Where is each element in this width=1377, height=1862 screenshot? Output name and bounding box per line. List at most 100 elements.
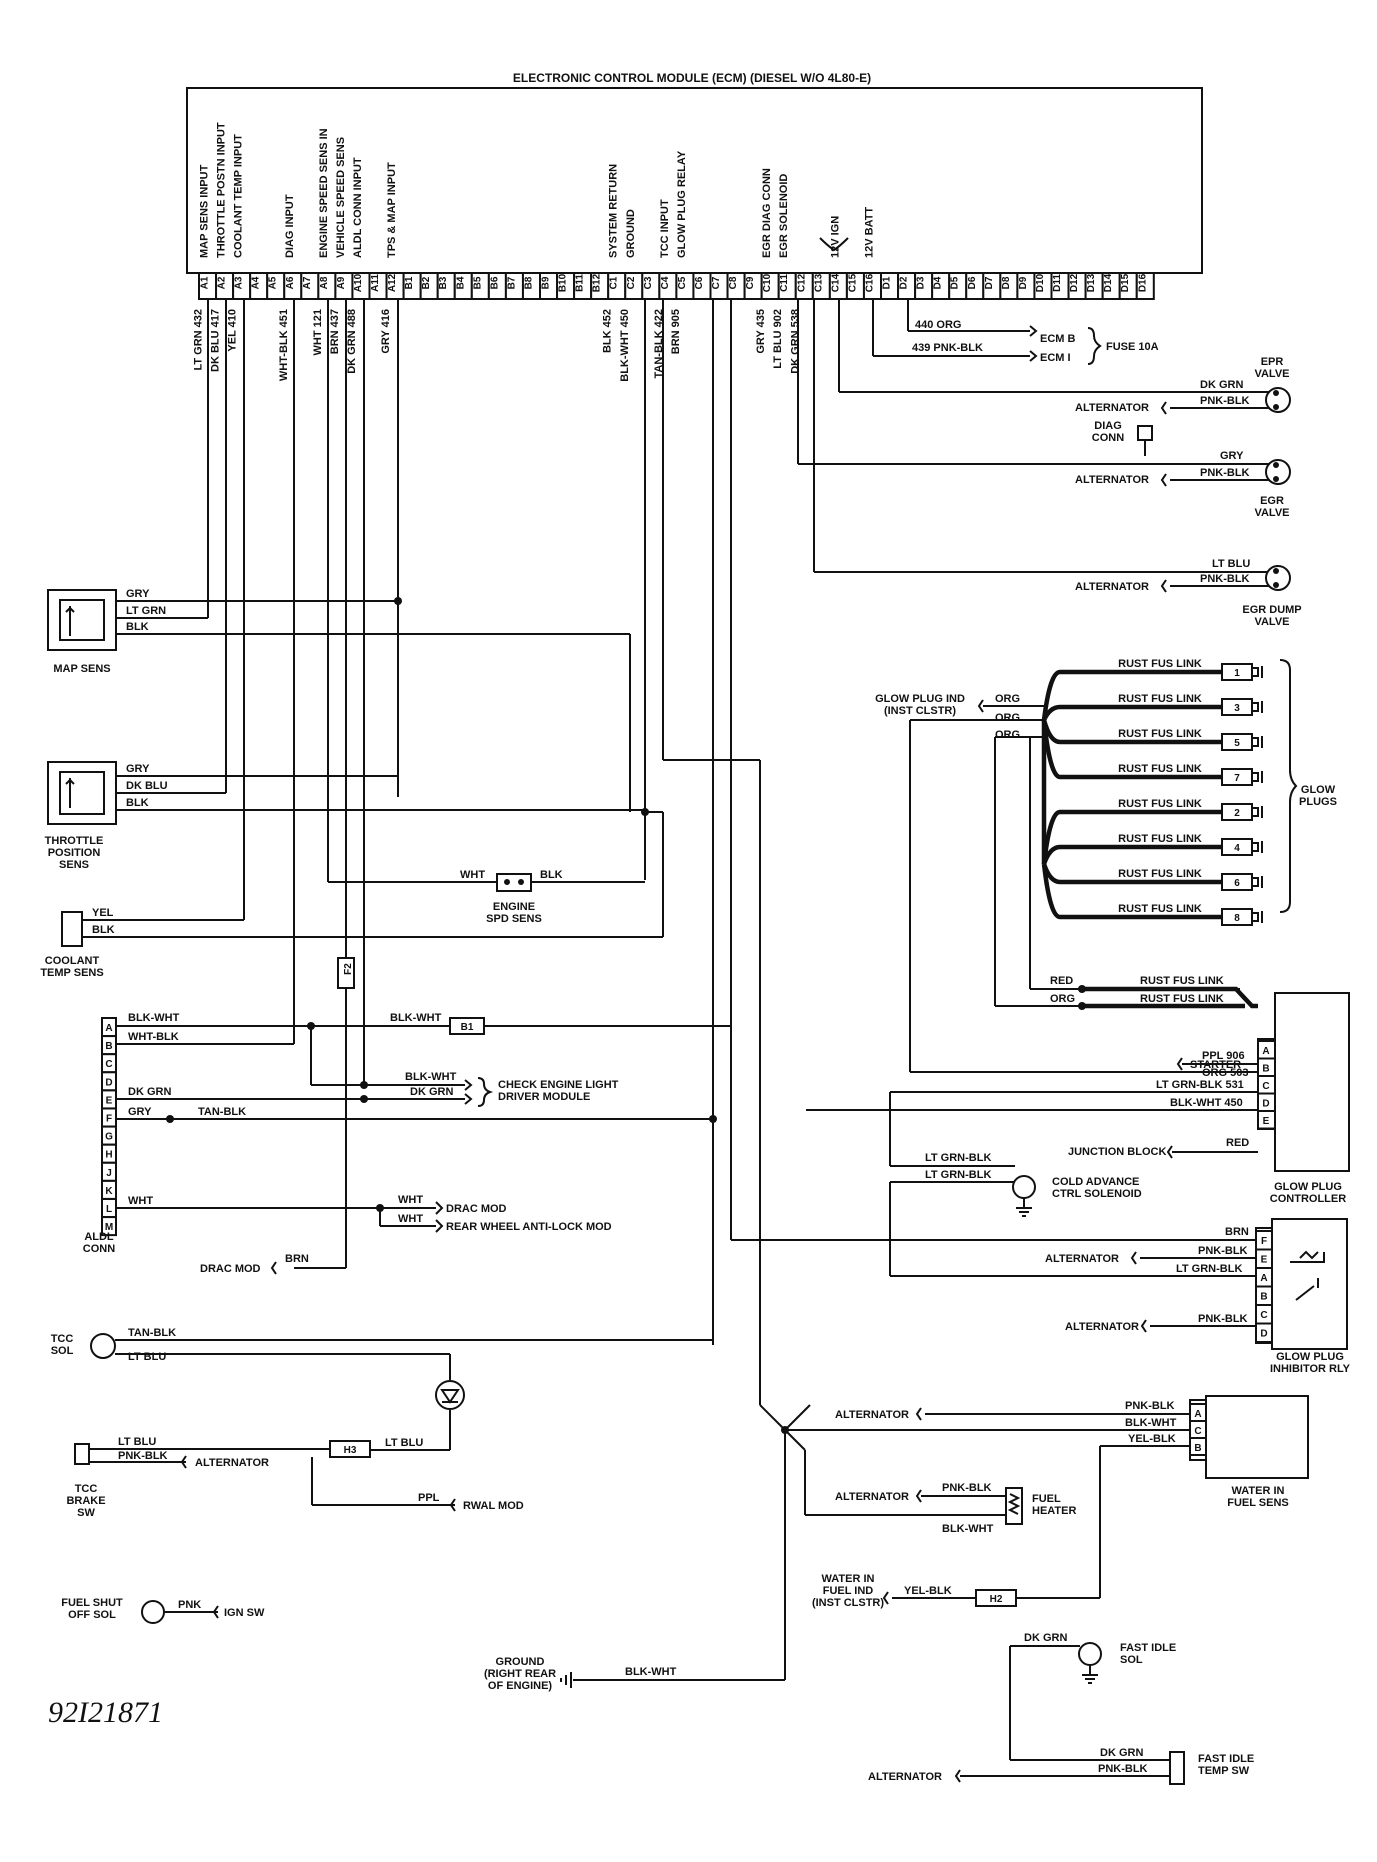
glow-plug-wire xyxy=(1041,704,1222,722)
ecm-pin-label: B6 xyxy=(489,276,500,289)
glow-plug-number: 1 xyxy=(1234,668,1240,679)
ctrl-pin-label: C xyxy=(1262,1081,1269,1092)
ecm-pin-label: A2 xyxy=(217,276,228,289)
heater-wire-blkwht: BLK-WHT xyxy=(942,1523,994,1535)
cel-wire-blkwht: BLK-WHT xyxy=(405,1071,457,1083)
coolant-sensor-icon xyxy=(61,911,83,947)
glow-plug-number: 6 xyxy=(1234,878,1240,889)
glow-controller-box xyxy=(1274,992,1350,1172)
ctrl-wire-ltgrnblk: LT GRN-BLK 531 xyxy=(1156,1079,1244,1091)
diag-conn-icon xyxy=(1137,425,1153,441)
glow-ind-label: GLOW PLUG IND(INST CLSTR) xyxy=(875,693,965,717)
drac-mod-label: DRAC MOD xyxy=(446,1203,507,1215)
rust-fus-link-label: RUST FUS LINK xyxy=(1118,763,1202,775)
aldl-pin-label: F xyxy=(106,1114,112,1125)
glow-plug-1 xyxy=(1221,663,1253,681)
aldl-pin-label: B xyxy=(105,1041,112,1052)
ecm-pin-label: A6 xyxy=(285,276,296,289)
ecm-box xyxy=(186,87,1203,274)
fast-idle-sol-icon xyxy=(1078,1642,1102,1666)
ecm-wire-a9: BRN 437 xyxy=(329,309,341,354)
ctrl-pin-label: D xyxy=(1262,1099,1269,1110)
drac-wire-2: WHT xyxy=(398,1213,423,1225)
ecm-pin-label: B12 xyxy=(592,273,603,292)
ecm-pin-label: C14 xyxy=(830,273,841,292)
water-wire-pnkblk: PNK-BLK xyxy=(1125,1400,1175,1412)
ctrl-wire-blkwht: BLK-WHT 450 xyxy=(1170,1097,1243,1109)
ecm-function-a10: ALDL CONN INPUT xyxy=(352,157,364,258)
ground-wire-blkwht: BLK-WHT xyxy=(625,1666,677,1678)
ecm-pin-label: B10 xyxy=(558,273,569,292)
inh-alt1: ALTERNATOR xyxy=(1045,1253,1119,1265)
ecm-function-c14: 12V IGN xyxy=(829,216,841,258)
diagram-title: ELECTRONIC CONTROL MODULE (ECM) (DIESEL … xyxy=(513,71,871,85)
ecm-wire-c1: BLK 452 xyxy=(602,309,614,353)
rust-fus-link-label: RUST FUS LINK xyxy=(1118,693,1202,705)
ecm-pin-label: C13 xyxy=(813,273,824,292)
map-wire-gry: GRY xyxy=(126,588,150,600)
ecm-function-a9: VEHICLE SPEED SENS xyxy=(335,137,347,258)
speed-wire-wht: WHT xyxy=(460,869,485,881)
ecm-wire-a10: DK GRN 488 xyxy=(346,309,358,374)
fast-idle-wire-dkgrn: DK GRN xyxy=(1024,1632,1067,1644)
water-sensor-group: ACB PNK-BLK ALTERNATOR BLK-WHT YEL-BLK W… xyxy=(785,1395,1309,1609)
ecm-pin-label: D16 xyxy=(1137,273,1148,292)
ecm-pin-label: D11 xyxy=(1052,274,1063,292)
rust-fus-link-label: RUST FUS LINK xyxy=(1118,833,1202,845)
glow-plug-tip-icon xyxy=(1252,911,1263,923)
inh-pin-label: B xyxy=(1260,1292,1267,1303)
ecm-pin-label: B4 xyxy=(455,276,466,289)
glow-plug-number: 5 xyxy=(1234,738,1240,749)
junction-wire-red: RED xyxy=(1226,1137,1249,1149)
ecm-pin-label: A1 xyxy=(200,276,211,289)
ctrl-pin-label: A xyxy=(1262,1046,1269,1057)
ecm-pin-label: B9 xyxy=(541,276,552,289)
ecm-function-c5: GLOW PLUG RELAY xyxy=(676,150,688,258)
aldl-pin-label: M xyxy=(105,1222,113,1233)
water-pin-label: B xyxy=(1194,1443,1201,1454)
ecm-wire-a12: GRY 416 xyxy=(380,309,392,354)
egr-brace xyxy=(819,237,849,252)
map-wire-blk: BLK xyxy=(126,621,149,633)
inh-pin-label: A xyxy=(1260,1273,1267,1284)
engine-speed-sensor-icon xyxy=(496,873,532,892)
aldl-wire-a: BLK-WHT xyxy=(128,1012,180,1024)
ecm-function-a2: THROTTLE POSTN INPUT xyxy=(216,122,228,258)
f2-label: F2 xyxy=(343,963,354,975)
epr-valve-icon xyxy=(1265,387,1291,413)
fast-idle-sw-pnkblk: PNK-BLK xyxy=(1098,1763,1148,1775)
ecm-pin-label: A8 xyxy=(319,276,330,289)
inh-pin-d xyxy=(1255,1322,1273,1343)
fuslink-org: ORG xyxy=(1050,993,1075,1005)
b1-label: B1 xyxy=(461,1022,474,1033)
heater-alt: ALTERNATOR xyxy=(835,1491,909,1503)
tcc-wire-ltblu: LT BLU xyxy=(128,1351,166,1363)
glow-plug-tip-icon xyxy=(1252,806,1263,818)
ecm-pin-label: B5 xyxy=(472,276,483,289)
aldl-pin-label: D xyxy=(105,1077,112,1088)
epr-wire-pnkblk: PNK-BLK xyxy=(1200,395,1250,407)
tps-wire-blk: BLK xyxy=(126,797,149,809)
brake-wire-ltblu: LT BLU xyxy=(118,1436,156,1448)
cel-wire-dkgrn: DK GRN xyxy=(410,1086,453,1098)
fuslink-red: RED xyxy=(1050,975,1073,987)
map-sensor-group: GRY LT GRN BLK MAP SENS xyxy=(47,588,631,812)
inh-pin-label: E xyxy=(1261,1255,1268,1266)
egr-valve-icon xyxy=(1265,459,1291,485)
ecm-pin-label: B8 xyxy=(523,276,534,289)
h2-label: H2 xyxy=(990,1594,1003,1605)
glow-plug-7 xyxy=(1221,768,1253,786)
ecm-pin-label: B1 xyxy=(404,276,415,289)
